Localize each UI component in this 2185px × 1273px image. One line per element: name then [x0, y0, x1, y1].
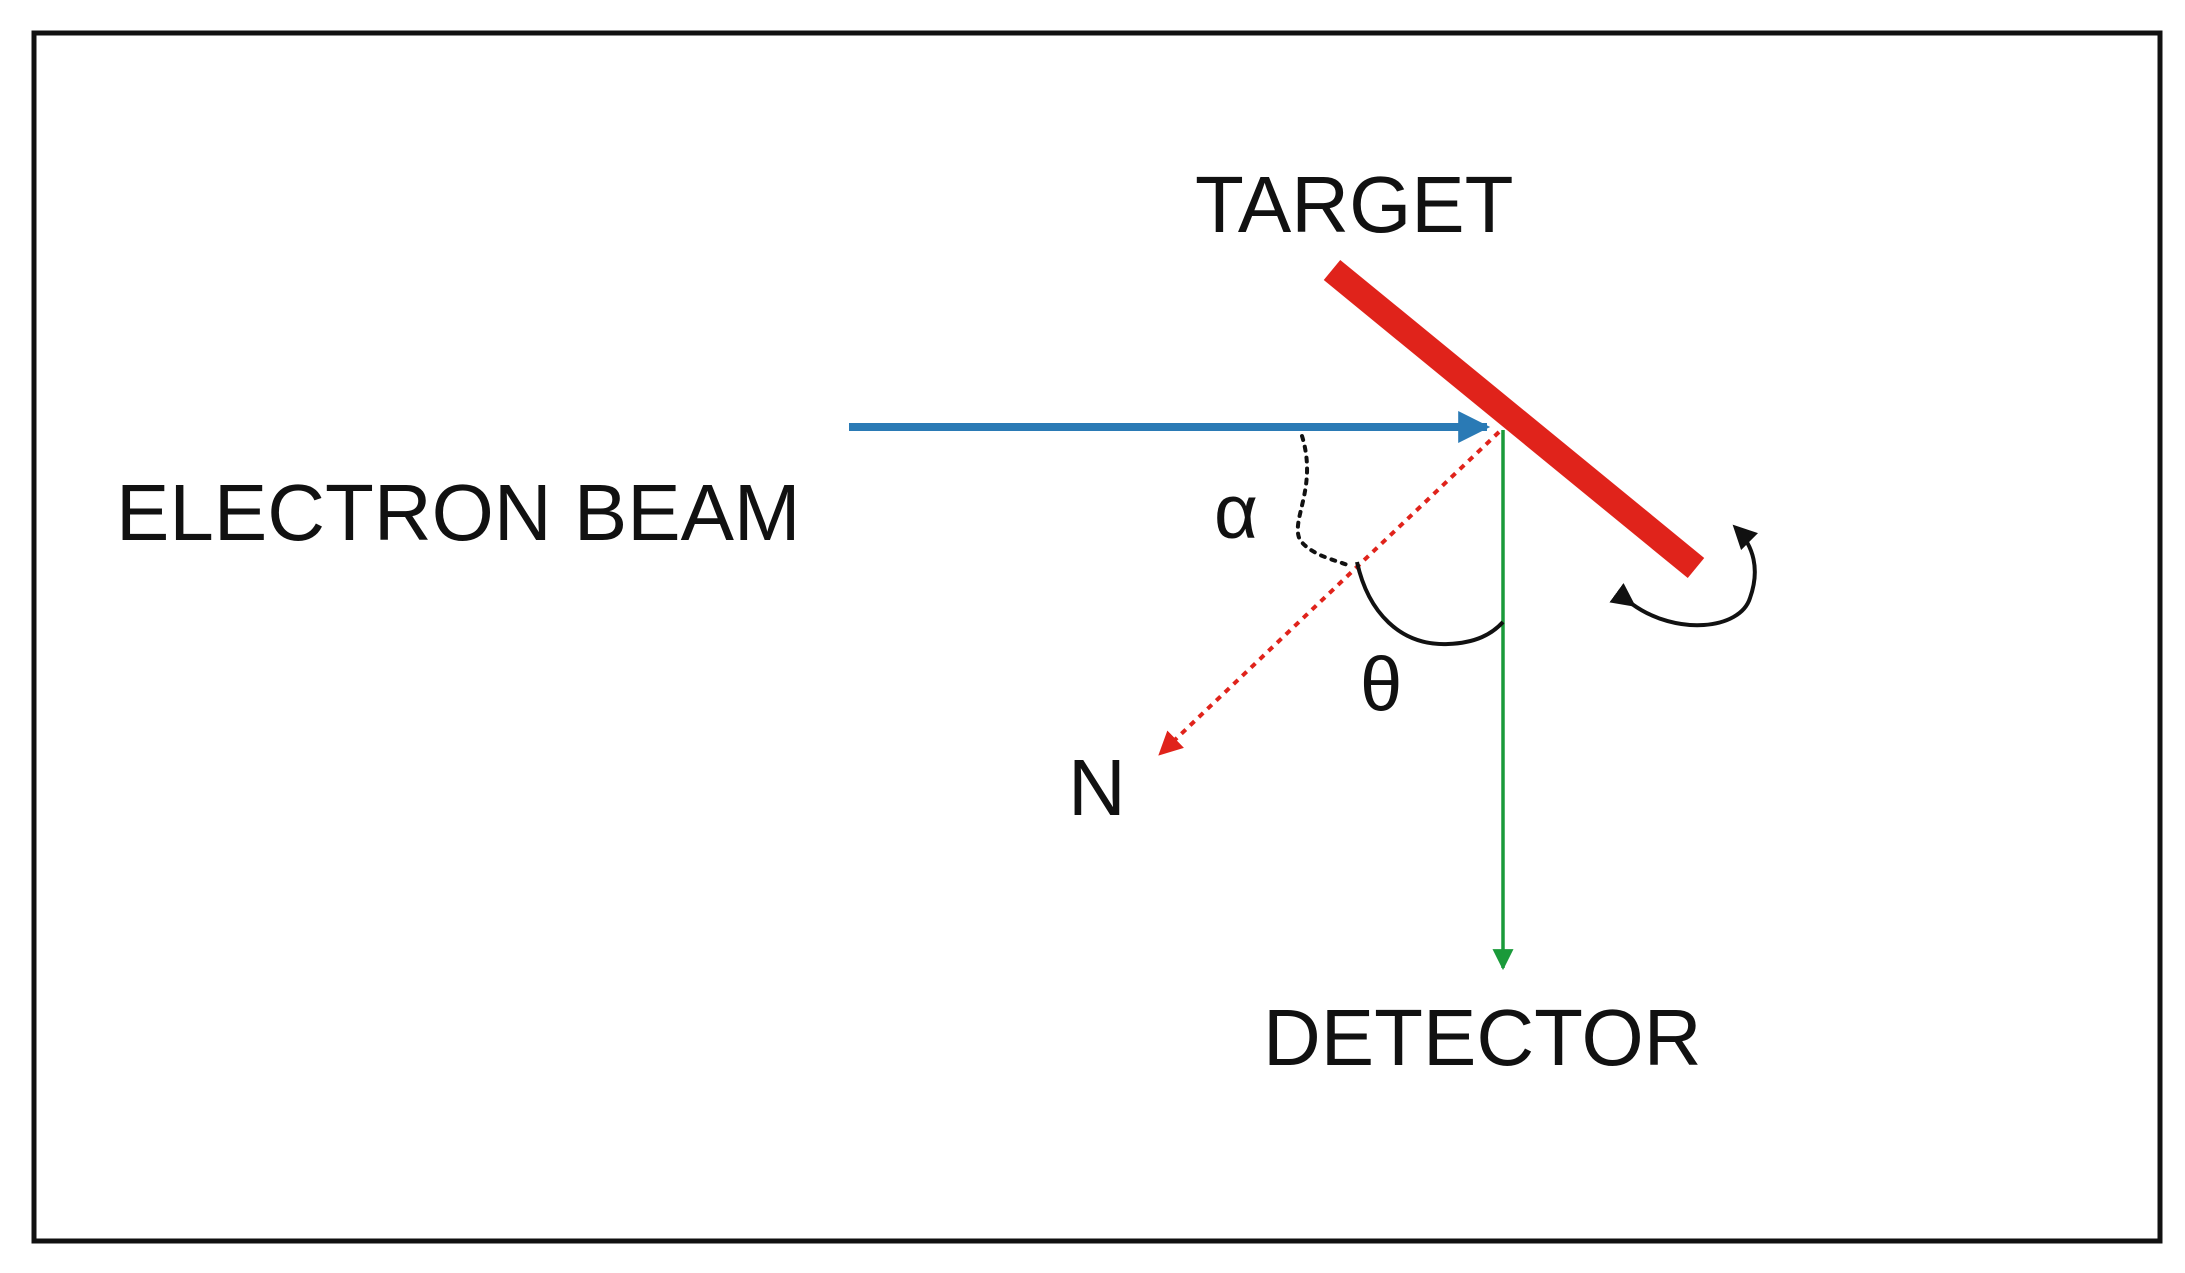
diagram-frame — [31, 30, 2163, 1244]
surface-normal-arrow — [1158, 430, 1501, 756]
alpha-angle-arc — [1295, 434, 1352, 568]
target-plate — [1323, 259, 1705, 579]
normal-label: N — [1068, 743, 1126, 832]
theta-angle-arc — [1355, 561, 1505, 647]
target-label: TARGET — [1195, 160, 1514, 249]
electron-beam-label: ELECTRON BEAM — [116, 468, 801, 557]
detector-label: DETECTOR — [1263, 993, 1702, 1082]
rotation-arrow — [1609, 524, 1759, 628]
theta-label: θ — [1360, 642, 1402, 727]
alpha-label: α — [1214, 470, 1258, 555]
